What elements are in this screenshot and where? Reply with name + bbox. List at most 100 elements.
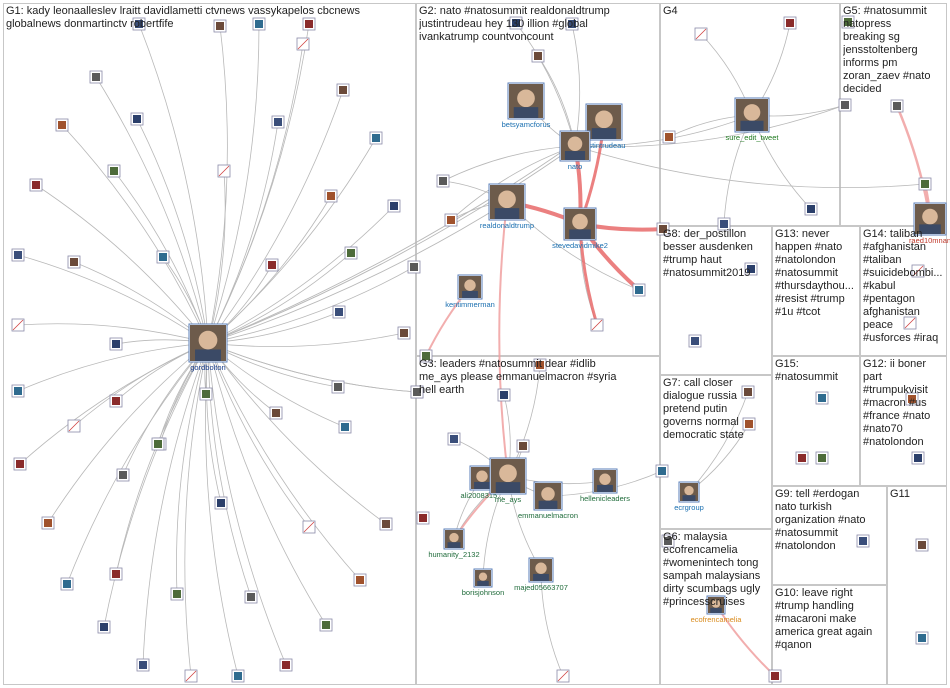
graph-node[interactable] — [55, 118, 69, 132]
graph-node[interactable] — [332, 305, 346, 319]
node-majed[interactable]: majed05663707 — [514, 557, 568, 592]
graph-node[interactable] — [655, 464, 669, 478]
graph-node[interactable] — [556, 669, 570, 683]
graph-node[interactable] — [497, 388, 511, 402]
node-me-ays[interactable]: me_ays — [489, 457, 527, 504]
node-humanity-2132[interactable]: humanity_2132 — [428, 528, 480, 559]
graph-node[interactable] — [344, 246, 358, 260]
graph-node[interactable] — [184, 669, 198, 683]
graph-node[interactable] — [213, 19, 227, 33]
graph-node[interactable] — [856, 534, 870, 548]
graph-node[interactable] — [331, 380, 345, 394]
graph-node[interactable] — [338, 420, 352, 434]
graph-node[interactable] — [509, 16, 523, 30]
graph-node[interactable] — [116, 468, 130, 482]
graph-node[interactable] — [231, 669, 245, 683]
graph-node[interactable] — [533, 358, 547, 372]
graph-node[interactable] — [590, 318, 604, 332]
graph-node[interactable] — [407, 260, 421, 274]
node-gordbolton[interactable]: gordbolton — [188, 323, 228, 372]
graph-node[interactable] — [565, 17, 579, 31]
graph-node[interactable] — [107, 164, 121, 178]
node-kentimmerman[interactable]: kentimmerman — [445, 274, 495, 309]
node-nato[interactable]: nato — [559, 130, 591, 171]
graph-node[interactable] — [918, 177, 932, 191]
node-sure-edit-tweet[interactable]: sure_edit_tweet — [726, 97, 780, 142]
node-hellenicleaders[interactable]: hellenicleaders — [580, 468, 630, 503]
graph-node[interactable] — [252, 17, 266, 31]
graph-node[interactable] — [67, 255, 81, 269]
graph-node[interactable] — [516, 439, 530, 453]
graph-node[interactable] — [815, 391, 829, 405]
graph-node[interactable] — [632, 283, 646, 297]
graph-node[interactable] — [915, 631, 929, 645]
node-emmanuelmacron[interactable]: emmanuelmacron — [518, 481, 578, 520]
graph-node[interactable] — [109, 337, 123, 351]
graph-node[interactable] — [319, 618, 333, 632]
graph-node[interactable] — [67, 419, 81, 433]
graph-node[interactable] — [741, 385, 755, 399]
graph-node[interactable] — [387, 199, 401, 213]
node-betsyamcforus[interactable]: betsyamcforus — [502, 82, 551, 129]
graph-node[interactable] — [130, 112, 144, 126]
graph-node[interactable] — [531, 49, 545, 63]
graph-node[interactable] — [661, 534, 675, 548]
graph-node[interactable] — [397, 326, 411, 340]
graph-node[interactable] — [905, 392, 919, 406]
graph-node[interactable] — [132, 17, 146, 31]
graph-node[interactable] — [447, 432, 461, 446]
graph-node[interactable] — [369, 131, 383, 145]
node-ecrgroup[interactable]: ecrgroup — [674, 481, 704, 512]
graph-node[interactable] — [296, 37, 310, 51]
graph-node[interactable] — [199, 387, 213, 401]
graph-node[interactable] — [109, 567, 123, 581]
graph-node[interactable] — [217, 164, 231, 178]
graph-node[interactable] — [136, 658, 150, 672]
graph-node[interactable] — [419, 349, 433, 363]
graph-node[interactable] — [324, 189, 338, 203]
graph-node[interactable] — [170, 587, 184, 601]
graph-node[interactable] — [271, 115, 285, 129]
graph-node[interactable] — [744, 262, 758, 276]
graph-node[interactable] — [302, 520, 316, 534]
graph-node[interactable] — [742, 417, 756, 431]
graph-node[interactable] — [911, 264, 925, 278]
graph-node[interactable] — [279, 658, 293, 672]
node-ecofrencamelia[interactable]: ecofrencamelia — [691, 595, 743, 624]
graph-node[interactable] — [656, 222, 670, 236]
graph-node[interactable] — [783, 16, 797, 30]
graph-node[interactable] — [151, 437, 165, 451]
graph-node[interactable] — [841, 15, 855, 29]
node-realdonaldtrump[interactable]: realdonaldtrump — [480, 183, 534, 230]
graph-node[interactable] — [244, 590, 258, 604]
graph-node[interactable] — [265, 258, 279, 272]
graph-node[interactable] — [768, 669, 782, 683]
graph-node[interactable] — [662, 130, 676, 144]
graph-node[interactable] — [302, 17, 316, 31]
graph-node[interactable] — [60, 577, 74, 591]
graph-node[interactable] — [269, 406, 283, 420]
graph-node[interactable] — [911, 451, 925, 465]
graph-node[interactable] — [89, 70, 103, 84]
graph-node[interactable] — [41, 516, 55, 530]
node-borisjohnson[interactable]: borisjohnson — [462, 568, 505, 597]
graph-node[interactable] — [915, 538, 929, 552]
graph-node[interactable] — [29, 178, 43, 192]
graph-node[interactable] — [804, 202, 818, 216]
graph-node[interactable] — [410, 385, 424, 399]
graph-node[interactable] — [903, 316, 917, 330]
graph-node[interactable] — [379, 517, 393, 531]
graph-node[interactable] — [815, 451, 829, 465]
graph-node[interactable] — [13, 457, 27, 471]
graph-node[interactable] — [444, 213, 458, 227]
graph-node[interactable] — [109, 394, 123, 408]
graph-node[interactable] — [694, 27, 708, 41]
graph-node[interactable] — [717, 217, 731, 231]
node-raedomnan[interactable]: raed10mnan — [909, 202, 950, 245]
node-justintrudeau[interactable]: justintrudeau — [582, 103, 626, 150]
graph-node[interactable] — [416, 511, 430, 525]
graph-node[interactable] — [11, 318, 25, 332]
node-stevedavidmike2[interactable]: stevedavidmike2 — [552, 207, 608, 250]
graph-node[interactable] — [353, 573, 367, 587]
graph-node[interactable] — [838, 98, 852, 112]
